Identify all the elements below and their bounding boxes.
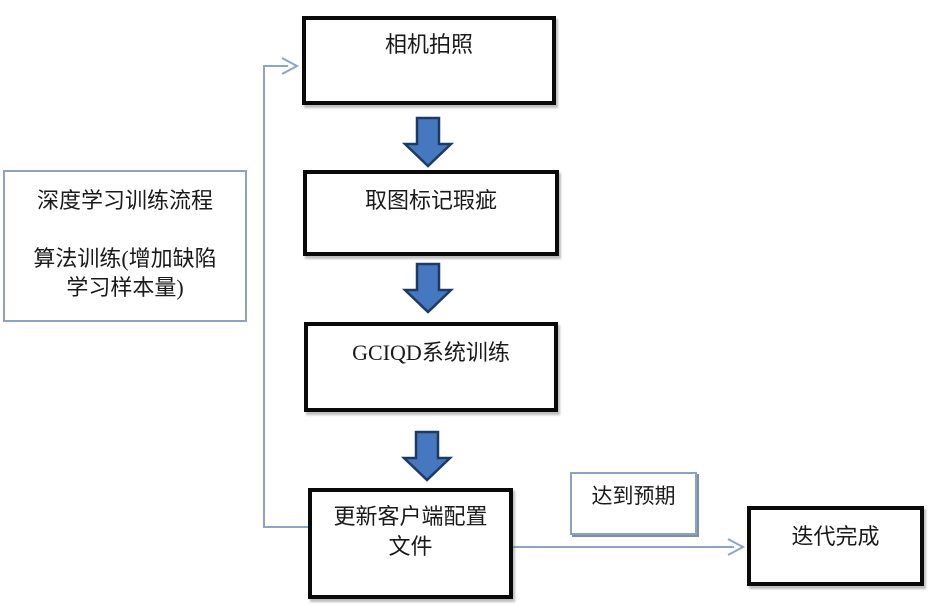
feedback-arrowhead-icon xyxy=(281,57,300,75)
node-system-training-label: GCIQD系统训练 xyxy=(352,340,510,365)
node-camera: 相机拍照 xyxy=(302,16,556,105)
block-arrow-down-icon xyxy=(403,116,453,168)
feedback-connector xyxy=(263,65,308,528)
note-line-1: 深度学习训练流程 xyxy=(36,188,213,213)
block-arrow-down-icon xyxy=(402,430,452,482)
note-spacer xyxy=(5,216,245,244)
label-expectation-met-text: 达到预期 xyxy=(591,484,676,508)
note-box-training-process: 深度学习训练流程 算法训练(增加缺陷 学习样本量) xyxy=(3,170,247,322)
node-camera-label: 相机拍照 xyxy=(384,32,473,57)
label-expectation-met: 达到预期 xyxy=(570,472,697,535)
node-update-config: 更新客户端配置 文件 xyxy=(308,488,513,599)
node-iteration-complete: 迭代完成 xyxy=(747,506,924,586)
node-mark-defects: 取图标记瑕疵 xyxy=(303,170,559,256)
node-iteration-complete-label: 迭代完成 xyxy=(791,524,880,549)
block-arrow-down-icon xyxy=(403,262,453,314)
note-line-2: 算法训练(增加缺陷 xyxy=(33,245,217,271)
note-line-3: 学习样本量) xyxy=(66,275,184,301)
node-mark-defects-label: 取图标记瑕疵 xyxy=(364,188,497,213)
node-system-training: GCIQD系统训练 xyxy=(304,322,558,412)
node-update-config-line-2: 文件 xyxy=(388,533,433,559)
done-arrowhead-icon xyxy=(727,538,746,556)
node-update-config-line-1: 更新客户端配置 xyxy=(333,504,488,529)
